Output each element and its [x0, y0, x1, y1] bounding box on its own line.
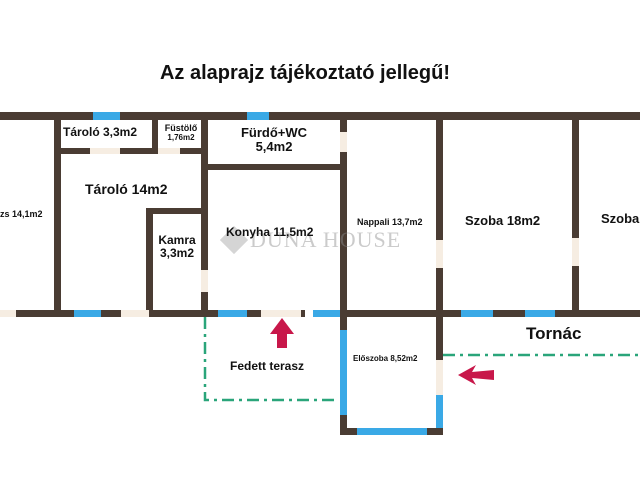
room-label-tarolo-big: Tároló 14m2 [85, 181, 168, 197]
room-label-konyha: Konyha 11,5m2 [226, 225, 314, 239]
furdo-area: 5,4m2 [255, 138, 293, 154]
terrace-outline [203, 317, 640, 402]
room-label-tornac: Tornác [526, 324, 582, 343]
windows [74, 112, 555, 435]
walls [0, 112, 640, 435]
room-label-szoba1: Szoba 18m2 [465, 213, 541, 228]
furdo-name: Fürdő+WC [240, 125, 308, 140]
room-label-eloszoba: Előszoba 8,52m2 [353, 354, 418, 363]
room-label-left: zs 14,1m2 [0, 209, 43, 219]
watermark-text: DUNA HOUSE [250, 227, 402, 252]
room-label-nappali: Nappali 13,7m2 [357, 217, 423, 227]
room-label-szoba2: Szoba [601, 211, 640, 226]
room-label-terasz: Fedett terasz [230, 359, 305, 373]
fustolo-area: 1,76m2 [167, 133, 195, 143]
room-label-kamra: Kamra 3,3m2 [153, 234, 201, 259]
room-label-tarolo-small: Tároló 3,3m2 [63, 125, 138, 139]
kamra-name: Kamra [158, 233, 196, 247]
entry-arrow-up-icon [270, 318, 294, 348]
entry-arrow-left-icon [458, 365, 494, 385]
page-title: Az alaprajz tájékoztató jellegű! [159, 62, 451, 84]
doors [0, 132, 579, 395]
kamra-area: 3,3m2 [159, 245, 195, 260]
room-label-fustolo: Füstölő 1,76m2 [160, 123, 202, 143]
room-label-furdo: Fürdő+WC 5,4m2 [205, 126, 343, 153]
fustolo-name: Füstölő [164, 123, 198, 133]
